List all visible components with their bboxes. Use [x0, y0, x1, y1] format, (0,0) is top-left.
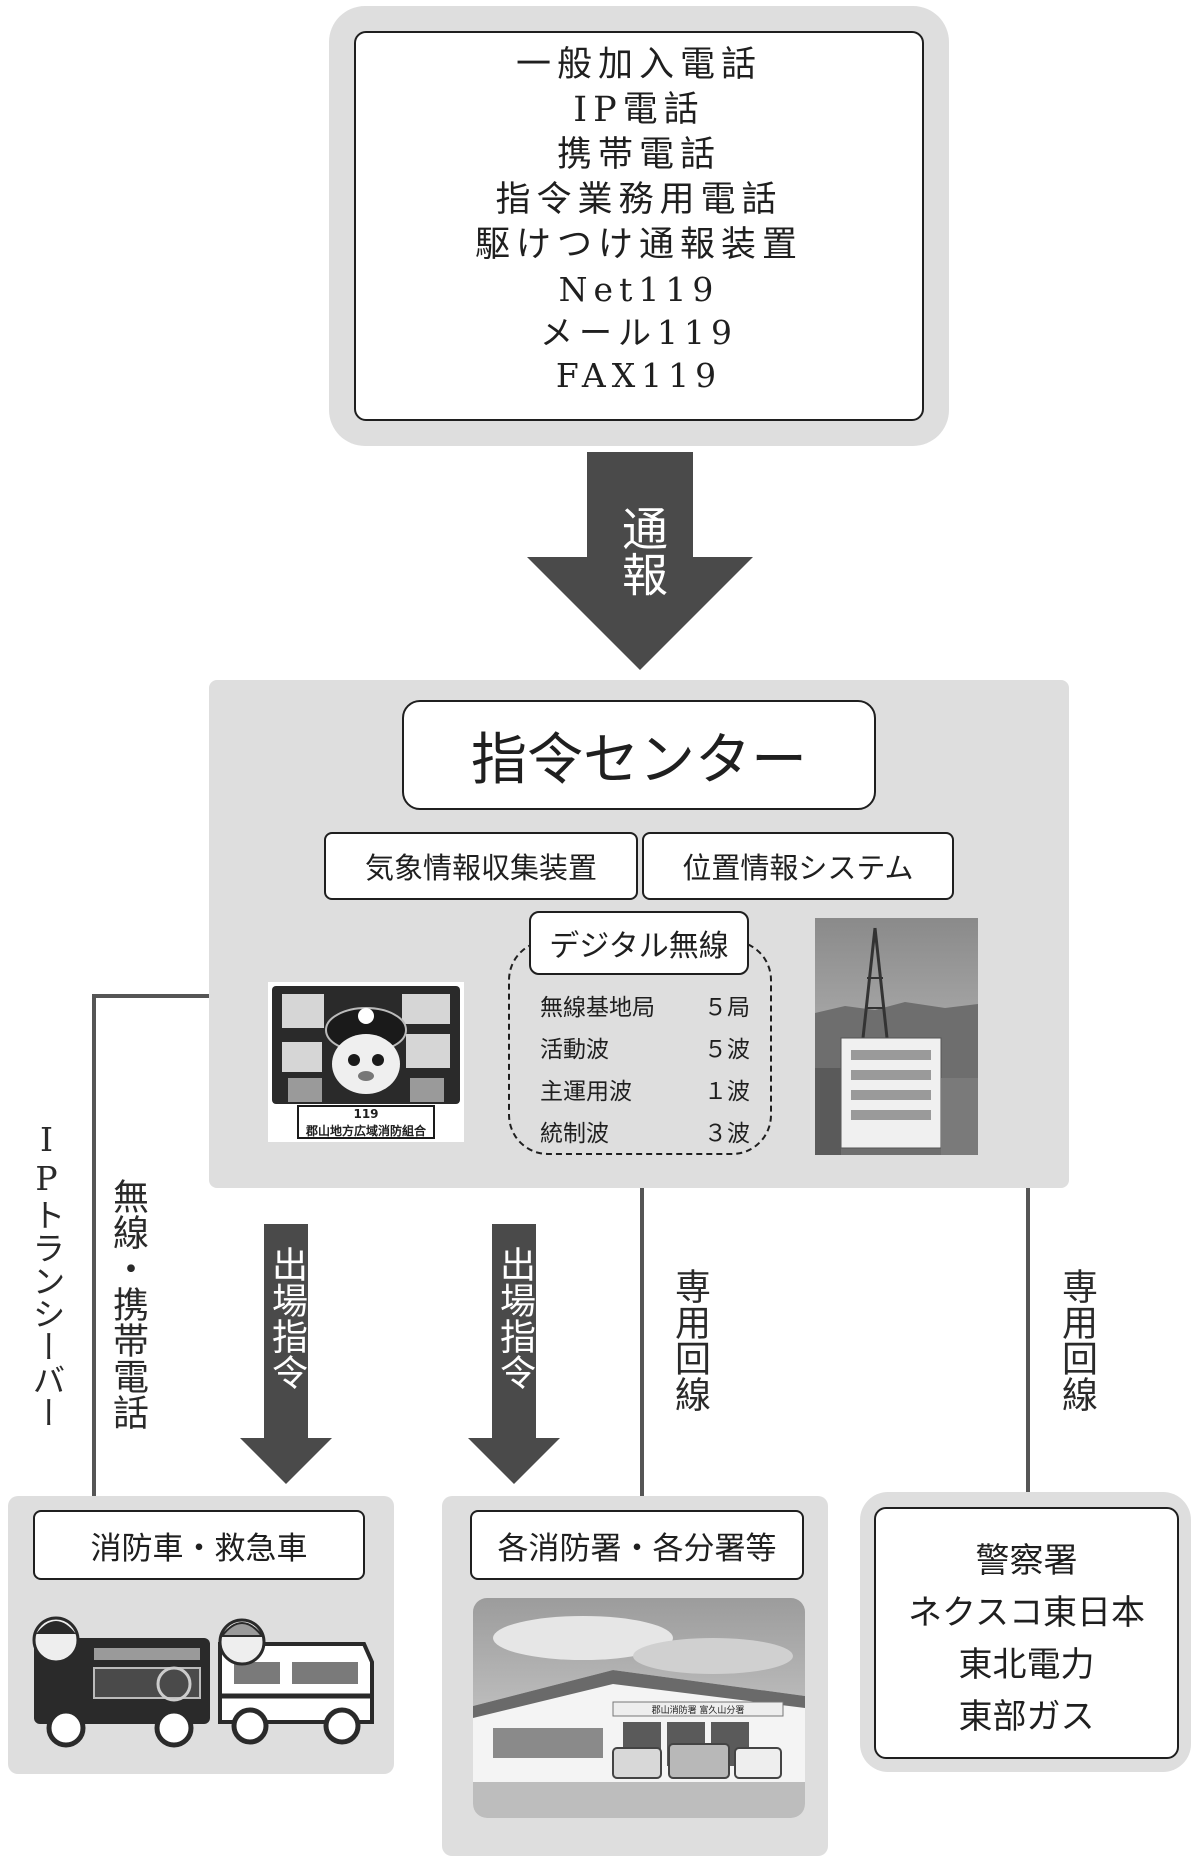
- stations-title: 各消防署・各分署等: [470, 1510, 804, 1580]
- digital-radio-label: デジタル無線: [529, 911, 749, 975]
- source-item: 携帯電話: [556, 135, 721, 175]
- dedicated-line-label-stations: 専用回線: [669, 1268, 710, 1412]
- fire-station-image: 郡山消防署 富久山分署: [473, 1598, 805, 1818]
- fire-engine-icon: [32, 1616, 210, 1748]
- source-item: IP電話: [573, 90, 705, 130]
- radio-row-value: ５局: [704, 995, 750, 1021]
- mascot-icon: [268, 982, 464, 1142]
- dispatch-arrow-vehicles: [240, 1224, 332, 1484]
- dispatch-center-title: 指令センター: [402, 700, 876, 810]
- radio-row-name: 主運用波: [540, 1079, 632, 1105]
- digital-radio-box: 無線基地局 ５局 活動波 ５波 主運用波 １波 統制波 ３波: [508, 940, 772, 1155]
- sources-box: 一般加入電話 IP電話 携帯電話 指令業務用電話 駆けつけ通報装置 Net119…: [354, 31, 924, 421]
- radio-row-value: １波: [704, 1079, 750, 1105]
- source-item: Net119: [558, 270, 720, 309]
- fire-engine-ambulance-illustration: [32, 1616, 374, 1748]
- agency-item: 東部ガス: [958, 1697, 1095, 1737]
- radio-row: 統制波 ３波: [540, 1114, 750, 1148]
- radio-row-name: 無線基地局: [540, 995, 655, 1021]
- radio-row-value: ３波: [704, 1121, 750, 1147]
- source-item: 駆けつけ通報装置: [474, 225, 803, 265]
- dispatch-arrow-stations: [468, 1224, 560, 1484]
- source-item: FAX119: [555, 356, 723, 395]
- radio-row-name: 統制波: [540, 1121, 609, 1147]
- station-sign: 郡山消防署 富久山分署: [652, 1704, 745, 1716]
- agency-item: ネクスコ東日本: [908, 1593, 1145, 1633]
- radio-row: 主運用波 １波: [540, 1072, 750, 1106]
- mascot-badge: 119: [353, 1107, 379, 1121]
- agencies-box: 警察署 ネクスコ東日本 東北電力 東部ガス: [874, 1507, 1179, 1759]
- dispatch-label-stations: 出場指令: [494, 1246, 535, 1390]
- source-item: 指令業務用電話: [495, 180, 783, 220]
- vehicles-title: 消防車・救急車: [33, 1510, 365, 1580]
- source-item: メール119: [540, 313, 738, 352]
- radio-row-name: 活動波: [540, 1037, 609, 1063]
- mascot-caption: 郡山地方広域消防組合: [305, 1123, 426, 1138]
- radio-row: 活動波 ５波: [540, 1030, 750, 1064]
- mascot-illustration: 119 郡山地方広域消防組合: [268, 982, 464, 1142]
- location-system-box: 位置情報システム: [642, 832, 954, 900]
- weather-system-box: 気象情報収集装置: [324, 832, 638, 900]
- dispatch-label-vehicles: 出場指令: [266, 1246, 307, 1390]
- ip-transceiver-label: IPトランシーバー: [27, 1120, 66, 1429]
- agency-item: 警察署: [975, 1541, 1078, 1581]
- radio-link-line: [92, 994, 212, 1500]
- radio-mobile-label: 無線・携帯電話: [107, 1178, 148, 1430]
- ambulance-icon: [218, 1618, 374, 1745]
- report-arrow-label: 通報: [615, 505, 669, 597]
- source-item: 一般加入電話: [515, 45, 762, 85]
- agencies-list: 警察署 ネクスコ東日本 東北電力 東部ガス: [876, 1535, 1177, 1743]
- building-image: [815, 918, 978, 1155]
- agency-item: 東北電力: [958, 1645, 1095, 1685]
- headquarters-building-photo: [815, 918, 978, 1155]
- radio-row: 無線基地局 ５局: [540, 988, 750, 1022]
- radio-row-value: ５波: [704, 1037, 750, 1063]
- dedicated-line-label-agencies: 専用回線: [1056, 1268, 1097, 1412]
- report-arrow: [527, 452, 753, 670]
- fire-station-photo: 郡山消防署 富久山分署: [473, 1598, 805, 1818]
- sources-list: 一般加入電話 IP電話 携帯電話 指令業務用電話 駆けつけ通報装置 Net119…: [356, 43, 922, 397]
